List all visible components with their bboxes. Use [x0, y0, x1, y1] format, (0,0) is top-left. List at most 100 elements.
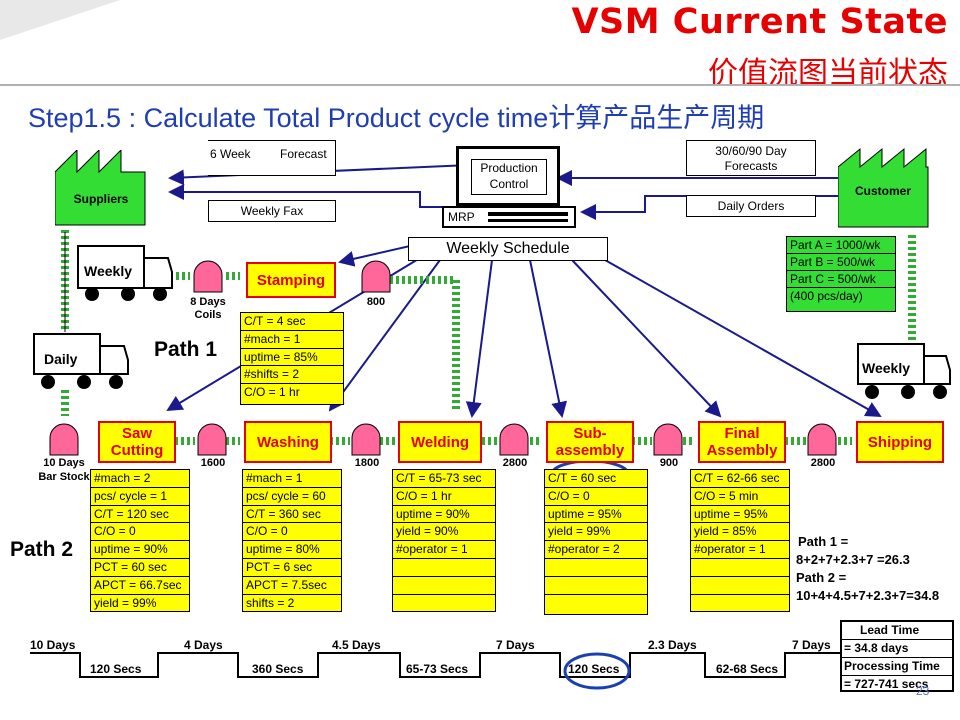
inventory-1800-label: 1800	[354, 457, 380, 469]
timeline-secs: 360 Secs	[252, 662, 304, 676]
saw-row: pcs/ cycle = 1	[91, 488, 189, 506]
subassembly-name2: assembly	[555, 442, 625, 459]
weekly-truck-label: Weekly	[84, 263, 132, 279]
saw-row: #mach = 2	[91, 470, 189, 488]
welding-row: yield = 90%	[393, 523, 495, 542]
washing-row: PCT = 6 sec	[243, 559, 341, 577]
slide-title: VSM Current State	[571, 2, 948, 42]
inventory-800-label: 800	[366, 296, 386, 308]
washing-data-box: #mach = 1 pcs/ cycle = 60 C/T = 360 sec …	[242, 469, 342, 612]
stamping-co: C/O = 1 hr	[244, 385, 300, 400]
inventory-1600-label: 1600	[200, 457, 226, 469]
inventory-2800a-icon	[499, 423, 529, 456]
coils-text: Coils	[194, 309, 222, 321]
timeline-days: 7 Days	[792, 638, 831, 652]
inventory-2800a-label: 2800	[502, 457, 528, 469]
forecasts-line2: Forecasts	[724, 159, 778, 173]
washing-row: APCT = 7.5sec	[243, 577, 341, 595]
saw-row: APCT = 66.7sec	[91, 577, 189, 595]
six-week-forecast-box: 6 Week Forecast	[208, 140, 336, 176]
timeline-days: 4.5 Days	[332, 638, 381, 652]
timeline-days: 7 Days	[496, 638, 535, 652]
path2-sum-value: 10+4+4.5+7+2.3+7=34.8	[796, 588, 940, 603]
welding-row: C/O = 1 hr	[393, 488, 495, 506]
washing-row: C/T = 360 sec	[243, 506, 341, 524]
processing-time-value: = 727-741 secs	[844, 677, 929, 691]
timeline-secs: 65-73 Secs	[406, 662, 469, 676]
process-stamping: Stamping	[246, 262, 336, 298]
saw-row: C/T = 120 sec	[91, 506, 189, 524]
inventory-900-label: 900	[659, 457, 679, 469]
forecasts-30-60-90-box: 30/60/90 Day Forecasts	[686, 140, 816, 176]
path2-label: Path 2	[10, 538, 74, 561]
bar-stock-days: 10 Days	[43, 457, 85, 469]
subassembly-row: C/T = 60 sec	[545, 470, 647, 488]
welding-row: #operator = 1	[393, 541, 495, 559]
final-row: #operator = 1	[691, 541, 789, 559]
title-divider	[0, 84, 960, 86]
stamping-name: Stamping	[256, 271, 326, 289]
subassembly-row: #operator = 2	[545, 541, 647, 559]
stamping-ct: C/T = 4 sec	[241, 313, 343, 331]
daily-truck-label: Daily	[44, 351, 78, 367]
timeline-secs: 62-68 Secs	[716, 662, 779, 676]
saw-name1: Saw	[121, 425, 152, 442]
forecast-6wk-text1: 6 Week	[210, 147, 251, 161]
timeline-days: 10 Days	[30, 638, 76, 652]
demand-daily: (400 pcs/day)	[790, 289, 863, 303]
suppliers-label: Suppliers	[73, 192, 129, 206]
lead-time-label: Lead Time	[842, 622, 952, 640]
inventory-2800b-label: 2800	[810, 457, 836, 469]
shipping-truck-label: Weekly	[862, 360, 910, 376]
subassembly-row: C/O = 0	[545, 488, 647, 506]
forecasts-line1: 30/60/90 Day	[715, 144, 787, 158]
inventory-800-icon	[361, 260, 391, 293]
path1-label: Path 1	[154, 338, 218, 361]
inventory-coils-label: 8 Days Coils	[180, 296, 236, 322]
customer-demand-box: Part A = 1000/wk Part B = 500/wk Part C …	[786, 236, 896, 312]
welding-row: C/T = 65-73 sec	[393, 470, 495, 488]
timeline-days: 2.3 Days	[648, 638, 697, 652]
daily-orders-box: Daily Orders	[686, 195, 816, 217]
subassembly-row	[545, 559, 647, 577]
subassembly-data-box: C/T = 60 sec C/O = 0 uptime = 95% yield …	[544, 469, 648, 615]
stamping-mach: #mach = 1	[241, 331, 343, 349]
saw-row: uptime = 90%	[91, 541, 189, 559]
welding-row: uptime = 90%	[393, 506, 495, 524]
subassembly-row: uptime = 95%	[545, 506, 647, 524]
final-row: uptime = 95%	[691, 506, 789, 524]
bar-stock-text: Bar Stock	[38, 471, 90, 483]
process-welding: Welding	[398, 421, 482, 463]
path2-sum-label: Path 2 =	[796, 570, 847, 585]
saw-data-box: #mach = 2 pcs/ cycle = 1 C/T = 120 sec C…	[90, 469, 190, 612]
welding-row	[393, 559, 495, 577]
timeline-secs: 120 Secs	[90, 662, 142, 676]
washing-row: pcs/ cycle = 60	[243, 488, 341, 506]
page-number: 23	[916, 684, 930, 698]
process-washing: Washing	[244, 421, 332, 463]
final-name2: Assembly	[706, 442, 778, 459]
inventory-1600-icon	[197, 423, 227, 456]
welding-row	[393, 577, 495, 595]
timeline-secs: 120 Secs	[568, 662, 620, 676]
customer-label: Customer	[854, 184, 911, 198]
production-control-line2: Control	[489, 177, 529, 191]
final-row	[691, 595, 789, 613]
stamping-uptime: uptime = 85%	[241, 349, 343, 367]
saw-name2: Cutting	[110, 442, 164, 459]
processing-time-label: Processing Time	[842, 658, 952, 676]
production-control-box: Production Control	[471, 159, 547, 195]
inventory-1800-icon	[351, 423, 381, 456]
lead-time-summary-box: Lead Time = 34.8 days Processing Time = …	[840, 620, 954, 692]
stamping-data-box: C/T = 4 sec #mach = 1 uptime = 85% #shif…	[240, 312, 344, 405]
final-row: C/T = 62-66 sec	[691, 470, 789, 488]
timeline-days: 4 Days	[184, 638, 223, 652]
shipping-name: Shipping	[867, 433, 933, 451]
header-decoration	[0, 0, 120, 40]
final-row: yield = 85%	[691, 523, 789, 542]
inventory-2800b-icon	[807, 423, 837, 456]
demand-part-a: Part A = 1000/wk	[787, 237, 895, 254]
welding-row	[393, 595, 495, 613]
path1-sum-value: 8+2+7+2.3+7 =26.3	[796, 552, 910, 567]
